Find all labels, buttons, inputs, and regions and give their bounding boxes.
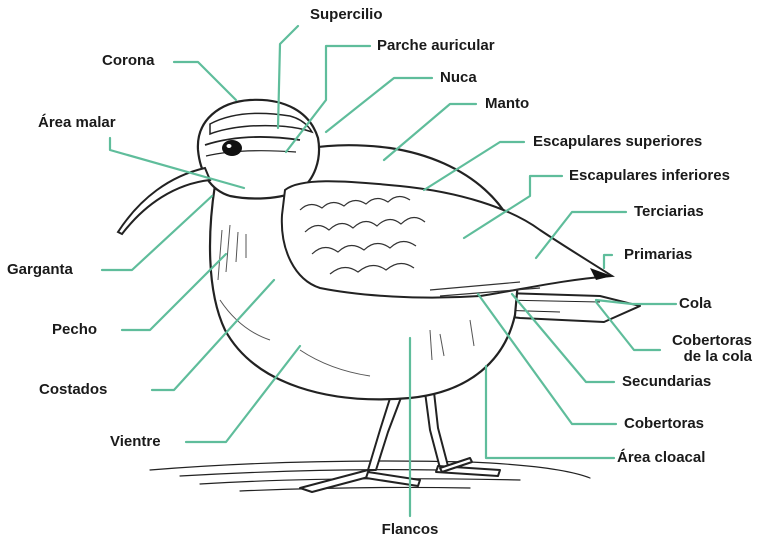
bird-legs — [300, 392, 500, 492]
leader-area-cloacal — [486, 366, 614, 458]
leader-nuca — [326, 78, 432, 132]
leader-corona — [174, 62, 236, 100]
label-area-cloacal: Área cloacal — [617, 449, 705, 466]
bird-wing — [282, 181, 612, 297]
label-area-malar: Área malar — [38, 114, 116, 131]
label-garganta: Garganta — [7, 261, 73, 278]
bird-eye — [222, 140, 242, 156]
label-costados: Costados — [39, 381, 107, 398]
label-manto: Manto — [485, 95, 529, 112]
leader-primarias — [604, 255, 612, 268]
label-parche-auricular: Parche auricular — [377, 37, 495, 54]
label-flancos: Flancos — [360, 521, 460, 538]
label-primarias: Primarias — [624, 246, 692, 263]
label-secundarias: Secundarias — [622, 373, 711, 390]
label-escapulares-superiores: Escapulares superiores — [533, 133, 702, 150]
leader-parche-auricular — [286, 46, 370, 152]
label-vientre: Vientre — [110, 433, 161, 450]
label-terciarias: Terciarias — [634, 203, 704, 220]
label-corona: Corona — [102, 52, 155, 69]
label-cobertoras-de-la-cola-1: Cobertoras — [640, 332, 752, 349]
label-cobertoras: Cobertoras — [624, 415, 704, 432]
label-cola: Cola — [679, 295, 712, 312]
label-cobertoras-de-la-cola-2: de la cola — [640, 348, 752, 365]
label-escapulares-inferiores: Escapulares inferiores — [569, 167, 730, 184]
bird-beak — [118, 168, 210, 234]
label-supercilio: Supercilio — [310, 6, 383, 23]
label-pecho: Pecho — [52, 321, 97, 338]
label-nuca: Nuca — [440, 69, 477, 86]
